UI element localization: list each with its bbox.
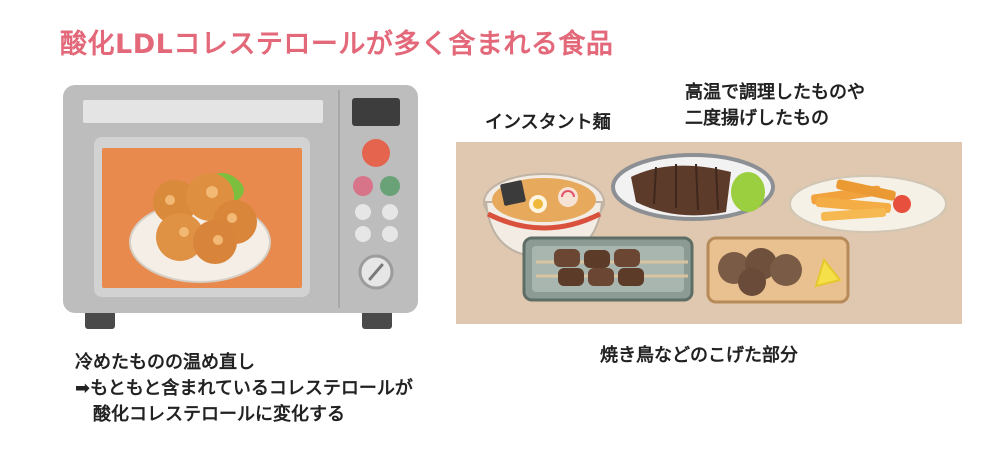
microwave-handle-bar [83, 100, 323, 123]
grey-button-3 [355, 226, 371, 242]
caption-high-temp-cooking: 高温で調理したものや 二度揚げしたもの [685, 80, 865, 132]
yakitori-tray [522, 236, 694, 302]
microwave-illustration [63, 85, 418, 329]
caption-high-temp-line1: 高温で調理したものや [685, 82, 865, 103]
grey-button-2 [382, 204, 398, 220]
page-title: 酸化LDLコレステロールが多く含まれる食品 [60, 29, 614, 60]
pink-button [353, 176, 373, 196]
grey-button-4 [382, 226, 398, 242]
caption-instant-noodles: インスタント麺 [485, 112, 611, 133]
fried-chicken [153, 173, 257, 264]
note-line2-row: ➡もともと含まれているコレステロールが [75, 376, 413, 402]
note-line2: もともと含まれているコレステロールが [90, 378, 413, 399]
start-button [362, 139, 390, 167]
note-line1: 冷めたものの温め直し [75, 352, 255, 373]
green-button [380, 176, 400, 196]
grey-button-1 [355, 204, 371, 220]
note-line3: 酸化コレステロールに変化する [93, 404, 345, 425]
karaage-tray [706, 236, 850, 304]
caption-high-temp-line2: 二度揚げしたもの [685, 108, 829, 129]
fries-plate [789, 175, 947, 233]
fried-food-illustration [456, 142, 962, 324]
control-panel-divider [338, 90, 340, 308]
reheating-note: 冷めたものの温め直し ➡もともと含まれているコレステロールが 酸化コレステロール… [75, 350, 413, 428]
display-screen [352, 98, 400, 126]
steak-plate [611, 153, 775, 221]
arrow-icon: ➡ [75, 378, 91, 399]
caption-yakitori: 焼き鳥などのこげた部分 [600, 345, 798, 366]
